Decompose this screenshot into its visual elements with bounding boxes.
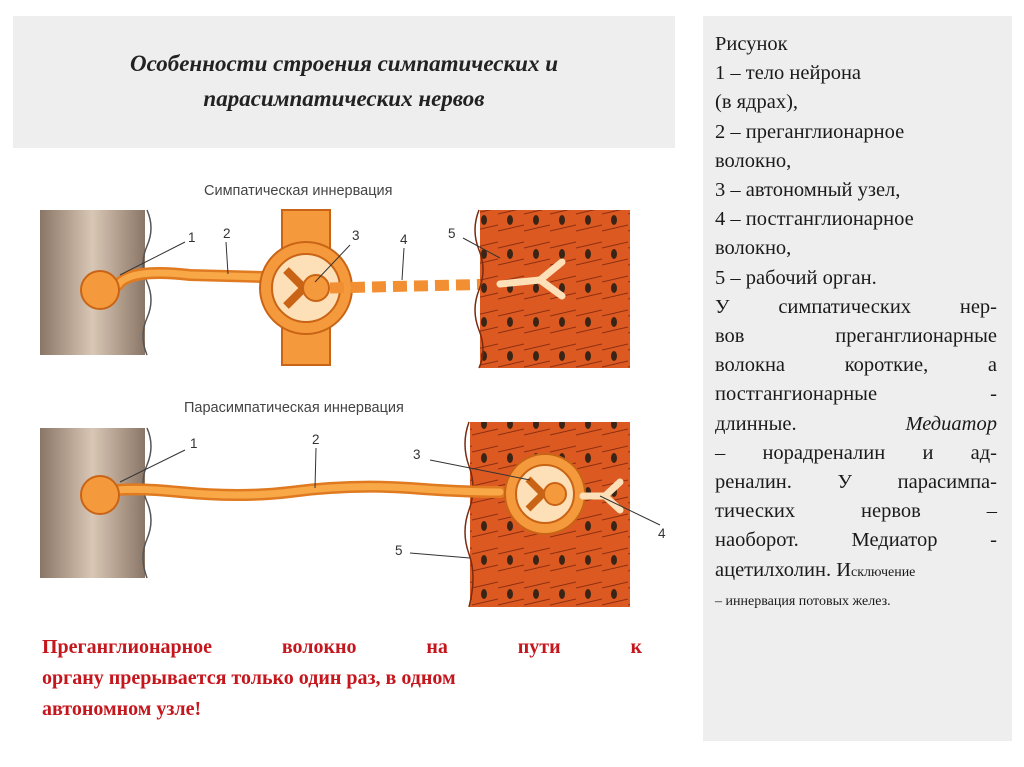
- description-line: ацетилхолин. Исключение: [715, 556, 997, 587]
- label-4-sympathetic: 4: [400, 232, 408, 247]
- description-line: тических нервов –: [715, 500, 997, 523]
- description-text: ацетилхолин. И: [715, 558, 852, 581]
- legend-item: 2 – преганглионарное: [715, 120, 905, 143]
- legend-text: Рисунок 1 – тело нейрона (в ядрах), 2 – …: [715, 30, 997, 616]
- neuron-body-sympathetic: [80, 270, 120, 310]
- description-line: волокна короткие, а: [715, 354, 997, 377]
- note-line-2: органу прерывается только один раз, в од…: [42, 667, 456, 689]
- label-3-sympathetic: 3: [352, 228, 360, 243]
- mediator-term: Медиатор: [905, 412, 997, 435]
- title-line-1: Особенности строения симпатических и: [130, 51, 558, 76]
- neuron-body-parasympathetic: [80, 475, 120, 515]
- parasympathetic-caption: Парасимпатическая иннервация: [184, 400, 404, 416]
- label-4-parasympathetic: 4: [658, 526, 666, 541]
- description-text: длинные.: [715, 412, 797, 435]
- label-1-parasympathetic: 1: [190, 436, 198, 451]
- label-5-parasympathetic: 5: [395, 543, 403, 558]
- description-line: вов преганглионарные: [715, 325, 997, 348]
- legend-item: 3 – автономный узел,: [715, 179, 901, 202]
- label-3-parasympathetic: 3: [413, 447, 421, 462]
- innervation-diagram: Симпатическая иннервация 1 2 3 4 5 Парас…: [40, 183, 666, 608]
- page-title: Особенности строения симпатических и пар…: [13, 46, 675, 116]
- legend-heading: Рисунок: [715, 33, 788, 55]
- legend-item: волокно,: [715, 149, 792, 172]
- description-line: постгангионарные -: [715, 383, 997, 406]
- title-line-2: парасимпатических нервов: [203, 86, 485, 111]
- postganglionic-fiber-parasympathetic: [579, 478, 624, 514]
- label-5-sympathetic: 5: [448, 226, 456, 241]
- note-line-3: автономном узле!: [42, 698, 202, 720]
- sympathetic-caption: Симпатическая иннервация: [204, 183, 392, 199]
- label-1-sympathetic: 1: [188, 230, 196, 245]
- note-text: Преганглионарное волокно на пути к орган…: [42, 632, 642, 725]
- description-line: – иннервация потовых желез.: [715, 593, 891, 609]
- description-line: – норадреналин и ад-: [715, 441, 997, 464]
- description-line: реналин. У парасимпа-: [715, 471, 997, 494]
- autonomic-ganglion-parasympathetic: [504, 453, 586, 535]
- legend-item: волокно,: [715, 237, 792, 260]
- description-line: длинные. Медиатор: [715, 410, 997, 439]
- description-line: наоборот. Медиатор -: [715, 529, 997, 552]
- postganglionic-fiber-sympathetic: [329, 278, 501, 294]
- legend-item: 5 – рабочий орган.: [715, 266, 877, 289]
- label-2-parasympathetic: 2: [312, 432, 320, 447]
- description-line: У симпатических нер-: [715, 295, 997, 318]
- note-line-1: Преганглионарное волокно на пути к: [42, 636, 642, 658]
- title-panel: Особенности строения симпатических и пар…: [13, 16, 675, 148]
- label-2-sympathetic: 2: [223, 226, 231, 241]
- legend-panel: Рисунок 1 – тело нейрона (в ядрах), 2 – …: [703, 16, 1012, 741]
- legend-item: 1 – тело нейрона: [715, 62, 862, 85]
- autonomic-ganglion-sympathetic: [259, 209, 353, 366]
- exception-text: сключение: [851, 564, 916, 580]
- legend-item: 4 – постганглионарное: [715, 208, 914, 231]
- legend-item: (в ядрах),: [715, 91, 799, 114]
- spinal-cord-parasympathetic: [40, 427, 152, 579]
